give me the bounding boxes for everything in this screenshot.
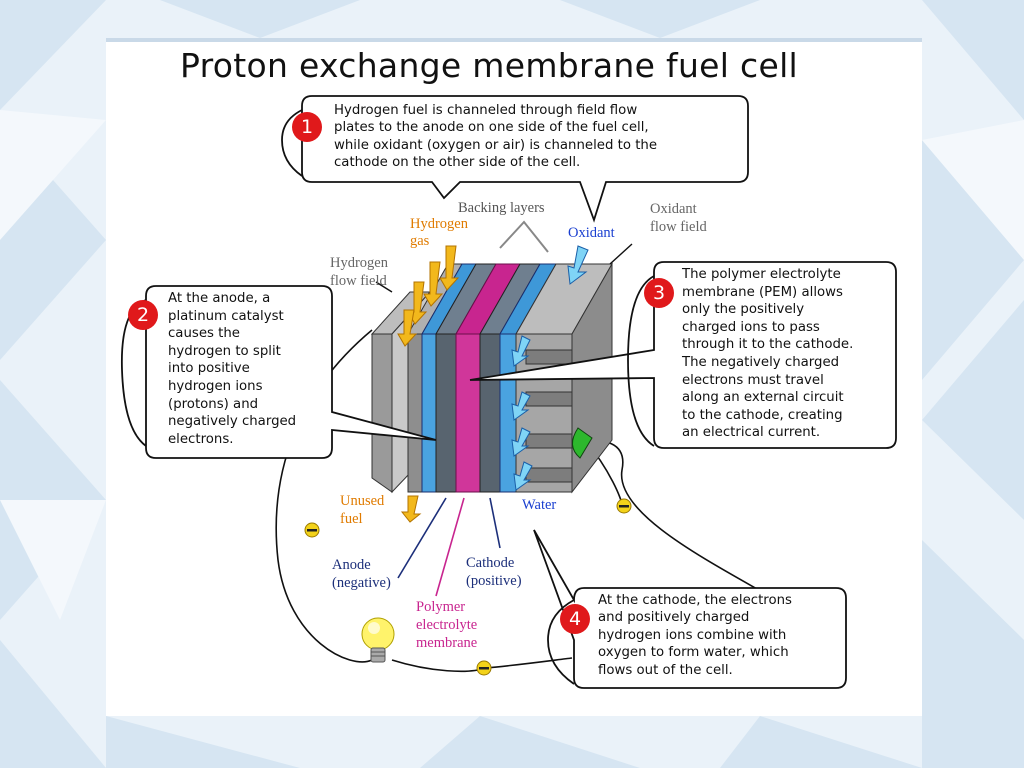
electron-minus-icon bbox=[304, 522, 320, 538]
cathode-label: Cathode (positive) bbox=[466, 555, 522, 589]
hydrogen-gas-arrows bbox=[397, 245, 460, 523]
callout-1-balloon bbox=[301, 95, 749, 223]
cathode-backing bbox=[479, 263, 541, 493]
slide-top-border bbox=[106, 38, 922, 42]
backing-layers-label: Backing layers bbox=[458, 200, 545, 216]
callout-4-balloon bbox=[533, 529, 847, 689]
oxidant-flow-field-label: Oxidant flow field bbox=[650, 201, 707, 235]
cathode-layer bbox=[499, 263, 557, 493]
anode-pointer bbox=[397, 497, 447, 579]
polymer-membrane-label: Polymer electrolyte membrane bbox=[416, 599, 478, 651]
electron-minus-icon bbox=[616, 498, 632, 514]
electron-minus-icon bbox=[476, 660, 492, 676]
callout-3-tail-rounded bbox=[627, 275, 655, 447]
callout-3-badge: 3 bbox=[644, 278, 674, 308]
page-title: Proton exchange membrane fuel cell bbox=[180, 46, 799, 85]
membrane-layer bbox=[455, 263, 521, 493]
callout-3-text: The polymer electrolyte membrane (PEM) a… bbox=[682, 267, 854, 441]
callout-4-text: At the cathode, the electrons and positi… bbox=[598, 593, 792, 678]
backing-layers-pointer bbox=[499, 220, 549, 253]
callout-4-badge: 4 bbox=[560, 604, 590, 634]
cathode-pointer bbox=[489, 497, 501, 549]
cathode-terminal bbox=[572, 427, 593, 459]
oxidant-arrows bbox=[511, 245, 589, 491]
hydrogen-flow-field-label: Hydrogen flow field bbox=[330, 255, 388, 289]
callout-2-balloon bbox=[145, 285, 437, 459]
membrane-pointer bbox=[435, 497, 465, 597]
callout-2-text: At the anode, a platinum catalyst causes… bbox=[168, 291, 297, 447]
callout-3-balloon bbox=[469, 261, 897, 449]
hydrogen-gas-label: Hydrogen gas bbox=[410, 216, 468, 249]
oxidant-flow-field-pointer bbox=[609, 243, 633, 265]
light-bulb-icon bbox=[361, 617, 395, 663]
callout-1-tail-rounded bbox=[281, 109, 303, 177]
callout-4-tail-rounded bbox=[547, 599, 575, 685]
unused-fuel-label: Unused fuel bbox=[340, 493, 385, 527]
water-label: Water bbox=[522, 497, 557, 513]
callout-2-badge: 2 bbox=[128, 300, 158, 330]
callout-1-text: Hydrogen fuel is channeled through field… bbox=[334, 103, 658, 171]
oxidant-label: Oxidant bbox=[568, 225, 615, 241]
callout-1-badge: 1 bbox=[292, 112, 322, 142]
anode-label: Anode (negative) bbox=[332, 557, 391, 591]
hydrogen-flow-field-pointer bbox=[375, 281, 393, 293]
